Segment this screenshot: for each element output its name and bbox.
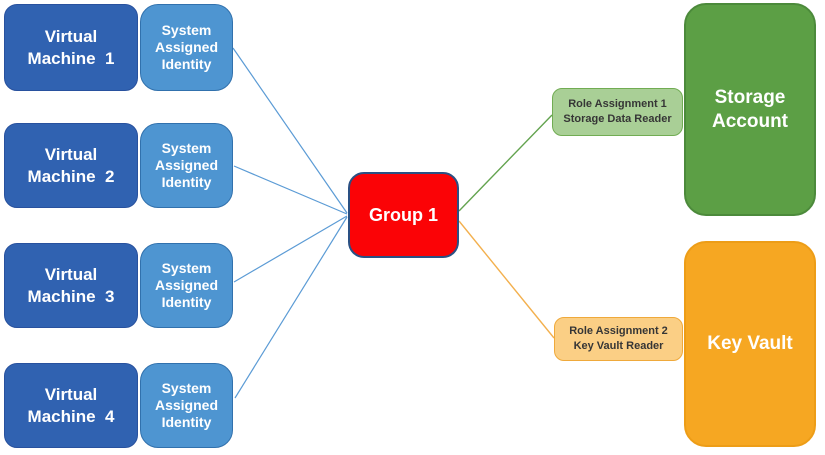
node-role-assignment-1: Role Assignment 1 Storage Data Reader: [552, 88, 683, 136]
role-assignment-1-label: Role Assignment 1 Storage Data Reader: [563, 98, 672, 125]
node-virtual-machine-3: Virtual Machine 3: [4, 243, 138, 328]
node-role-assignment-2: Role Assignment 2 Key Vault Reader: [554, 317, 683, 361]
connector-identity3-to-group: [233, 215, 348, 283]
system-assigned-identity-4-label: System Assigned Identity: [154, 380, 218, 430]
system-assigned-identity-3-label: System Assigned Identity: [154, 260, 218, 310]
virtual-machine-1-label: Virtual Machine 1: [27, 27, 115, 68]
node-virtual-machine-2: Virtual Machine 2: [4, 123, 138, 208]
connector-group-to-role2: [458, 220, 555, 339]
node-group-1: Group 1: [348, 172, 459, 258]
node-system-assigned-identity-4: System Assigned Identity: [140, 363, 233, 448]
storage-account-label: Storage Account: [712, 86, 788, 132]
node-virtual-machine-1: Virtual Machine 1: [4, 4, 138, 91]
node-storage-account: Storage Account: [684, 3, 816, 216]
group-1-label: Group 1: [368, 204, 438, 225]
node-virtual-machine-4: Virtual Machine 4: [4, 363, 138, 448]
node-system-assigned-identity-3: System Assigned Identity: [140, 243, 233, 328]
node-system-assigned-identity-1: System Assigned Identity: [140, 4, 233, 91]
node-system-assigned-identity-2: System Assigned Identity: [140, 123, 233, 208]
system-assigned-identity-1-label: System Assigned Identity: [154, 22, 218, 72]
connector-identity2-to-group: [233, 165, 348, 215]
virtual-machine-2-label: Virtual Machine 2: [27, 145, 115, 186]
virtual-machine-3-label: Virtual Machine 3: [27, 265, 115, 306]
virtual-machine-4-label: Virtual Machine 4: [27, 385, 115, 426]
connector-identity1-to-group: [232, 47, 348, 214]
system-assigned-identity-2-label: System Assigned Identity: [154, 140, 218, 190]
key-vault-label: Key Vault: [707, 333, 793, 355]
connector-group-to-role1: [458, 114, 553, 212]
node-key-vault: Key Vault: [684, 241, 816, 447]
role-assignment-2-label: Role Assignment 2 Key Vault Reader: [569, 325, 668, 352]
connector-identity4-to-group: [234, 216, 348, 399]
